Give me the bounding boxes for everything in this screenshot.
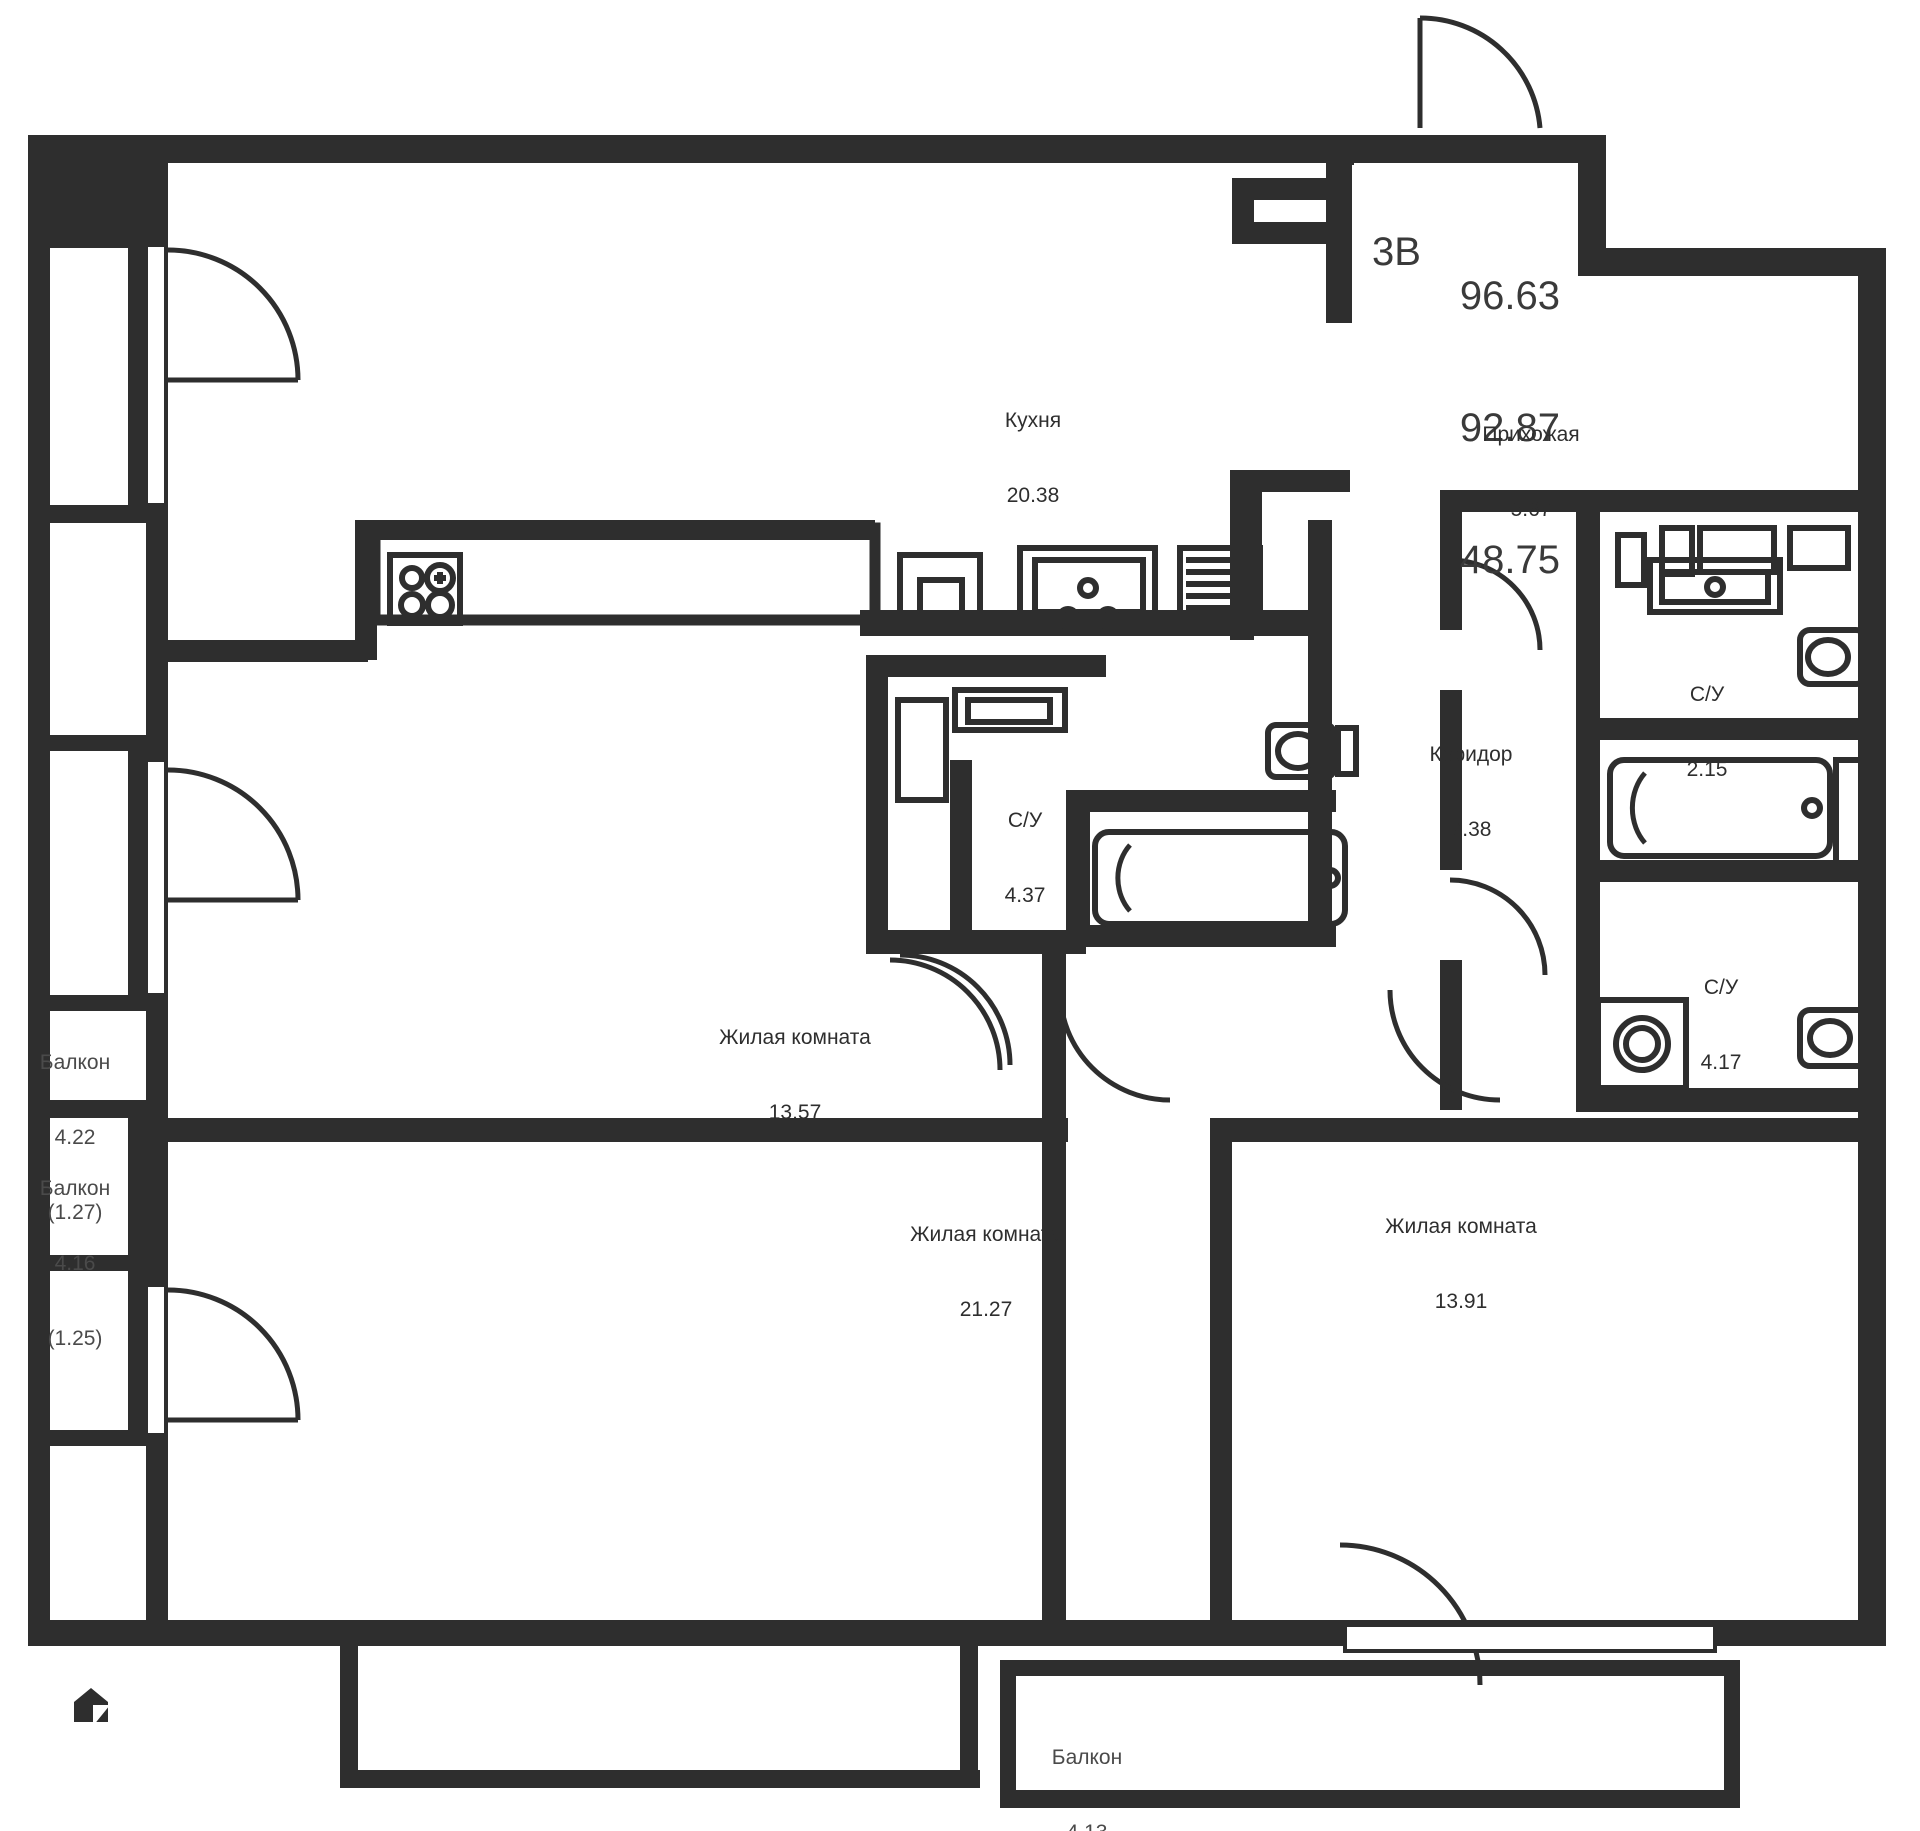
toilet-icon-2 bbox=[1797, 627, 1869, 687]
usable-area-value: 48.75 bbox=[1459, 538, 1560, 582]
closets bbox=[1615, 525, 1851, 588]
cooktop-icon bbox=[1017, 545, 1158, 629]
brand-name: Домклик bbox=[136, 1677, 339, 1729]
living-area-value: 92.87 bbox=[1459, 406, 1560, 450]
cabinet-icon bbox=[895, 697, 949, 803]
bathtub-icon bbox=[1092, 829, 1348, 927]
interior-walls bbox=[28, 135, 1886, 1808]
apartment-area-summary: 96.63 92.87 48.75 bbox=[1420, 186, 1560, 670]
total-area-value: 96.63 bbox=[1459, 274, 1560, 318]
door-swings bbox=[167, 15, 1548, 1686]
radiator-icon bbox=[1177, 545, 1263, 631]
vanity-sink-icon bbox=[952, 687, 1068, 733]
bathtub-icon-2 bbox=[1607, 757, 1833, 859]
toilet-icon-3 bbox=[1797, 1007, 1873, 1069]
vanity-icon bbox=[1647, 557, 1783, 615]
domclick-watermark: Домклик bbox=[60, 1672, 338, 1734]
stove-icon bbox=[387, 552, 463, 626]
balcony-label-1: Балкон 4.22 (1.27) bbox=[39, 1051, 111, 1224]
toilet-icon bbox=[1265, 722, 1359, 780]
sink-icon bbox=[897, 552, 983, 628]
fixtures bbox=[387, 545, 1883, 1091]
balcony-label-3: Балкон 4.13 (1.24) bbox=[1051, 1746, 1123, 1831]
balcony-label-2: Балкон 4.16 (1.25) bbox=[39, 1177, 111, 1350]
windows bbox=[144, 243, 1717, 1653]
washing-machine-icon bbox=[1595, 997, 1689, 1091]
exterior-walls bbox=[28, 135, 1886, 1646]
house-logo-icon bbox=[60, 1672, 122, 1734]
apartment-type-code: 3В bbox=[1372, 230, 1421, 274]
shower-icon bbox=[1833, 757, 1883, 873]
